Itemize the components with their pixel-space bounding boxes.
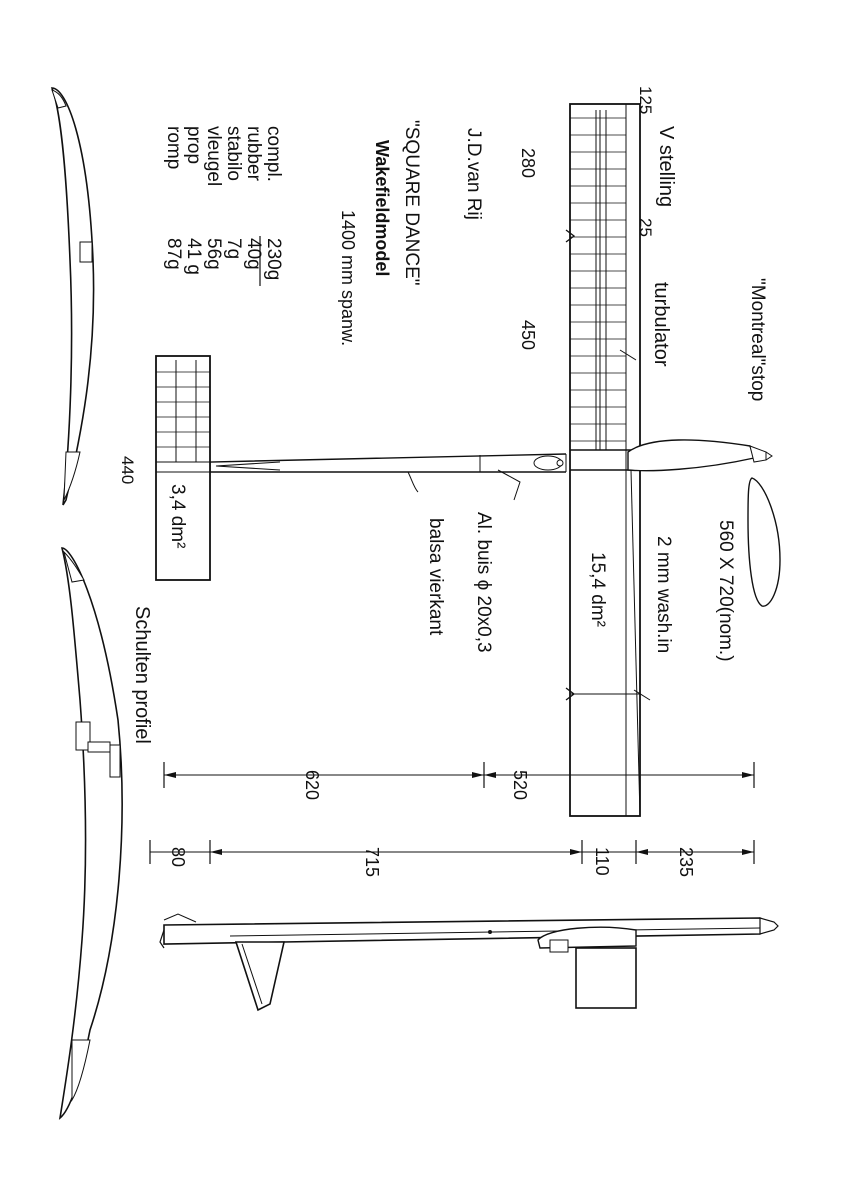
- dim-110: 110: [592, 847, 612, 876]
- weight-part: vleugel: [203, 126, 224, 186]
- dim-620: 620: [302, 770, 322, 800]
- airfoil-section-bottom: [58, 547, 123, 1120]
- montreal-stop-label: "Montreal"stop: [747, 278, 768, 401]
- dim-715: 715: [362, 847, 382, 877]
- wing-ribs: [570, 117, 626, 442]
- stab-span-label: 440: [118, 456, 137, 484]
- weight-value: 87g: [163, 238, 184, 270]
- weights-table: romp 87g prop 41 g vleugel 56g stabilo 7g rubber…: [163, 126, 284, 286]
- dihedral-markers: [565, 229, 651, 701]
- balsa-label: balsa vierkant: [425, 518, 446, 636]
- weight-value: 40g: [243, 238, 264, 270]
- dim-80: 80: [168, 847, 188, 867]
- span-label: 1400 mm spanw.: [338, 210, 358, 346]
- weight-value: 41 g: [183, 238, 204, 275]
- al-tube-label: Al. buis ϕ 20x0,3: [473, 512, 494, 653]
- side-view: [159, 913, 779, 1012]
- weight-value: 7g: [223, 238, 244, 259]
- turbulator-label: turbulator: [650, 282, 672, 367]
- weight-value: 56g: [203, 238, 224, 270]
- stab-area-label: 3,4 dm²: [167, 484, 188, 548]
- propeller-blade: [747, 477, 781, 607]
- fuselage-top-view: [209, 453, 567, 501]
- wing-area-label: 15,4 dm²: [587, 552, 608, 627]
- model-title: "SQUARE DANCE": [401, 120, 422, 286]
- stabilizer: [155, 355, 211, 581]
- weight-part: prop: [183, 126, 204, 164]
- model-subtitle: Wakefieldmodel: [372, 140, 392, 276]
- dim-280: 280: [518, 148, 538, 178]
- dim-450: 450: [518, 320, 538, 350]
- weight-part: rubber: [243, 126, 264, 182]
- nose-spinner: [627, 439, 773, 472]
- weight-part: compl.: [263, 126, 284, 182]
- airfoil-label: Schulten profiel: [131, 606, 153, 744]
- designer-name: J.D.van Rij: [463, 128, 484, 220]
- weight-part: stabilo: [223, 126, 244, 181]
- v-setting-label: V stelling: [655, 126, 677, 207]
- v-25: 25: [636, 218, 655, 237]
- dim-235: 235: [676, 847, 696, 877]
- weight-part: romp: [163, 126, 184, 169]
- weight-value: 230g: [263, 238, 284, 280]
- dim-520: 520: [510, 770, 530, 800]
- propeller-size-label: 560 X 720(nom.): [715, 520, 736, 662]
- stabilizer-ribs: [156, 371, 210, 448]
- airfoil-section-top: [50, 87, 95, 506]
- washin-label: 2 mm wash.in: [653, 536, 674, 653]
- dimension-lines: [149, 762, 755, 864]
- v-125: 125: [636, 86, 655, 114]
